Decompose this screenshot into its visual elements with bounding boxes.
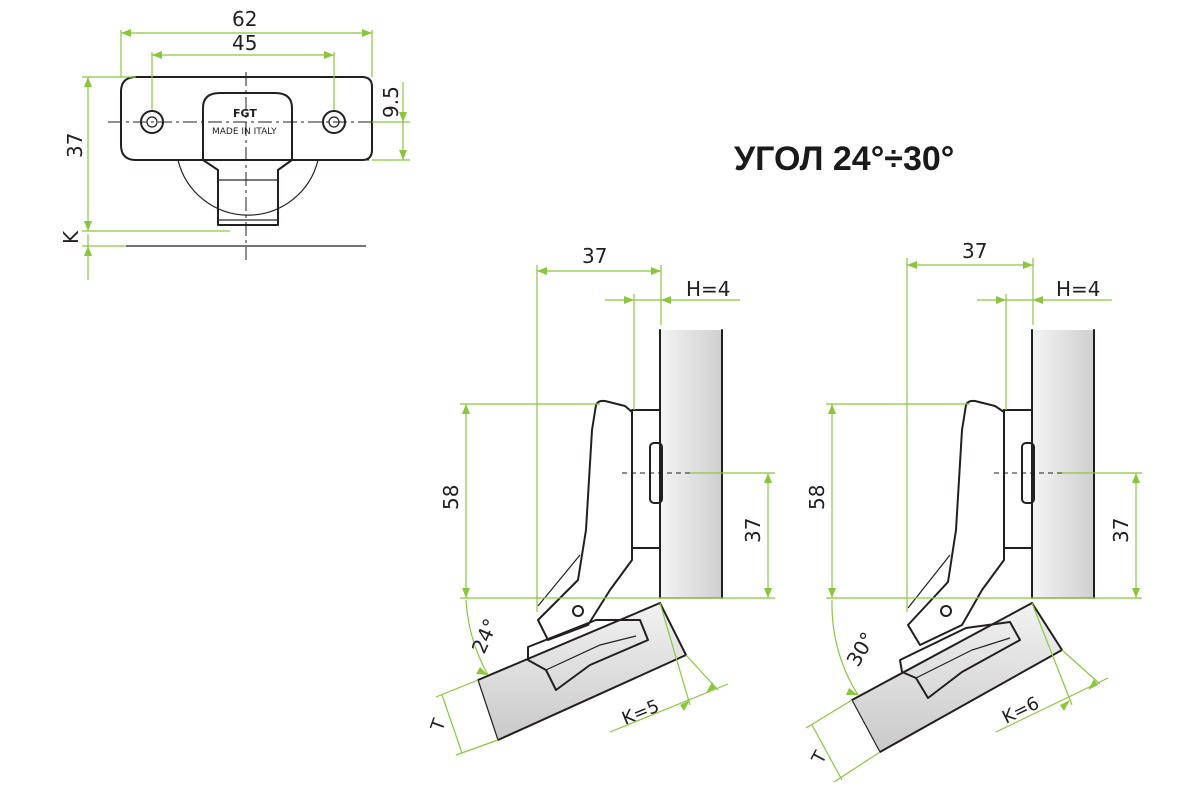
dim-plate-offset: 9.5: [379, 86, 403, 118]
hinge-plan-view: FGT MADE IN ITALY 62 45 37 K: [59, 7, 410, 280]
hinge-cup-section: [527, 619, 649, 691]
drawing-title: УГОЛ 24°÷30°: [734, 140, 954, 178]
manufacturer-logo: FGT: [233, 107, 257, 120]
hinge-arm-section: [537, 399, 633, 641]
dim-24-left: 58: [439, 485, 463, 510]
dim-30-right: 37: [1109, 518, 1133, 543]
section-24-degree: 37 H=4 58 37 24° T K=5: [427, 244, 775, 756]
hinge-cup-outline: [177, 159, 319, 216]
dim-24-k: K=5: [619, 696, 662, 730]
dim-30-t: T: [807, 747, 832, 768]
cabinet-side-panel: [1032, 330, 1094, 598]
dim-30-top: 37: [962, 239, 987, 263]
dim-plan-k: K: [59, 230, 83, 244]
section-30-degree: 37 H=4 58 37 30° T K=6: [805, 239, 1142, 783]
mounting-plate: [120, 76, 373, 161]
hinge-pivot: [572, 605, 584, 617]
dim-24-right: 37: [741, 518, 765, 543]
angle-24-label: 24°: [467, 615, 503, 657]
dim-30-h: H=4: [1056, 277, 1101, 301]
mounting-plate-section: [631, 409, 661, 549]
origin-marking: MADE IN ITALY: [212, 127, 277, 137]
dim-24-h: H=4: [686, 277, 731, 301]
dim-30-left: 58: [805, 485, 829, 510]
angle-30-label: 30°: [842, 628, 881, 671]
hinge-cup-section: [899, 621, 1021, 699]
door-panel: [852, 603, 1062, 752]
hinge-arm-section: [907, 399, 1005, 646]
hinge-arm-tab: [217, 179, 279, 221]
dim-hole-spacing: 45: [232, 31, 257, 55]
mounting-plate-section: [1003, 409, 1033, 549]
dim-30-k: K=6: [999, 693, 1043, 729]
dim-24-t: T: [427, 715, 451, 734]
cabinet-side-panel: [660, 330, 722, 598]
hinge-pivot: [940, 605, 952, 617]
dim-plan-height: 37: [63, 133, 87, 158]
dim-24-top: 37: [582, 244, 607, 268]
dim-total-width: 62: [232, 7, 257, 31]
